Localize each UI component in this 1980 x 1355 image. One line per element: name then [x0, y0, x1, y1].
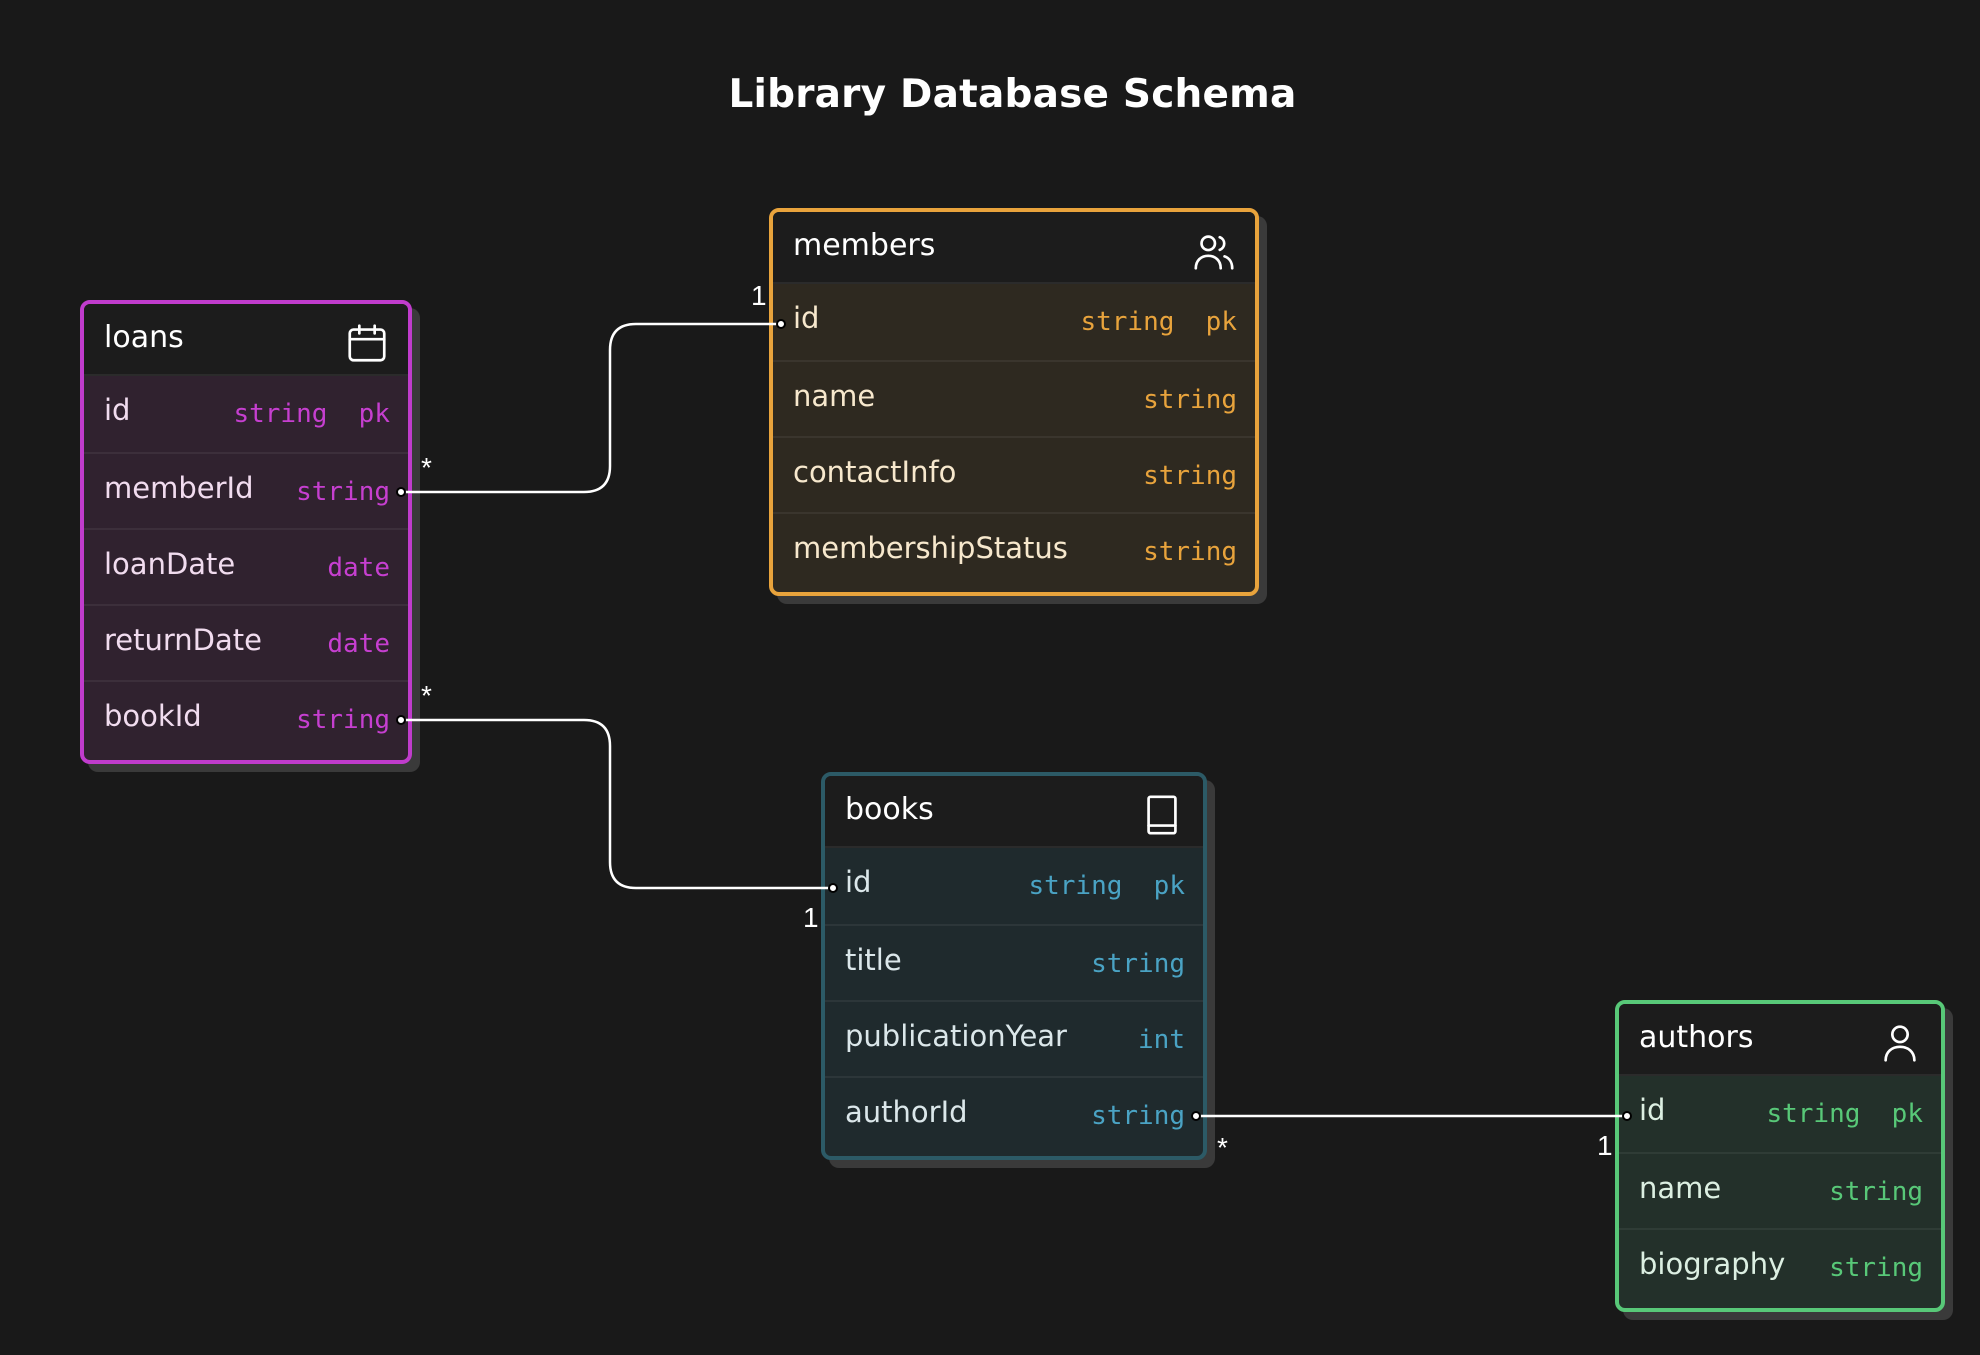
cardinality-label: 1 [803, 902, 819, 933]
field-name: id [845, 865, 872, 899]
field-row-name[interactable]: name string [1619, 1152, 1941, 1228]
field-type: string [296, 477, 390, 507]
entity-box: books id string pk title string publicationY… [821, 772, 1207, 1160]
field-row-bookId[interactable]: bookId string [84, 680, 408, 756]
field-type: date [327, 553, 390, 583]
field-row-membershipStatus[interactable]: membershipStatus string [773, 512, 1255, 588]
field-type: string [1829, 1177, 1923, 1207]
field-list: id string pk name string biography string [1619, 1076, 1941, 1304]
user-icon [1884, 1025, 1916, 1062]
entity-authors[interactable]: authors id string pk name string biography st… [1615, 1000, 1953, 1320]
entity-books[interactable]: books id string pk title string publicationY… [821, 772, 1215, 1168]
field-name: title [845, 943, 902, 977]
field-row-loanDate[interactable]: loanDate date [84, 528, 408, 604]
field-name: contactInfo [793, 455, 957, 489]
field-name: name [793, 379, 876, 413]
cardinality-label: * [421, 680, 432, 711]
field-type: date [327, 629, 390, 659]
entity-loans[interactable]: loans id string pk memberId string loanDate d… [80, 300, 420, 772]
entity-header: loans [84, 304, 408, 376]
field-type: string pk [1766, 1099, 1923, 1129]
field-name: id [104, 393, 131, 427]
field-type: string [296, 705, 390, 735]
field-row-publicationYear[interactable]: publicationYear int [825, 1000, 1203, 1076]
field-type: string [1143, 537, 1237, 567]
users-icon [1194, 235, 1234, 270]
field-row-title[interactable]: title string [825, 924, 1203, 1000]
connector-loans-books[interactable] [400, 718, 833, 890]
field-list: id string pk title string publicationYear int… [825, 848, 1203, 1152]
field-row-id[interactable]: id string pk [84, 376, 408, 452]
field-row-authorId[interactable]: authorId string [825, 1076, 1203, 1152]
cardinality-label: * [1217, 1132, 1228, 1163]
field-row-id[interactable]: id string pk [773, 284, 1255, 360]
entity-name: members [793, 228, 936, 263]
diagram-title: Library Database Schema [728, 72, 1297, 117]
field-row-memberId[interactable]: memberId string [84, 452, 408, 528]
entity-header: members [773, 212, 1255, 284]
field-row-id[interactable]: id string pk [825, 848, 1203, 924]
cardinality-label: 1 [751, 280, 767, 311]
field-type: string [1143, 385, 1237, 415]
cardinality-label: * [421, 452, 432, 483]
field-name: id [793, 301, 820, 335]
entity-header: books [825, 776, 1203, 848]
field-name: membershipStatus [793, 531, 1068, 565]
field-type: string pk [233, 399, 390, 429]
entity-name: loans [104, 320, 184, 355]
field-type: string [1091, 1101, 1185, 1131]
connector-loans-members[interactable] [400, 322, 781, 494]
field-type: string [1091, 949, 1185, 979]
field-type: string pk [1080, 307, 1237, 337]
field-row-contactInfo[interactable]: contactInfo string [773, 436, 1255, 512]
calendar-icon [348, 324, 386, 362]
field-name: id [1639, 1093, 1666, 1127]
field-type: string [1829, 1253, 1923, 1283]
field-name: publicationYear [845, 1019, 1067, 1053]
field-name: returnDate [104, 623, 262, 657]
cardinality-label: 1 [1597, 1130, 1613, 1161]
field-type: int [1138, 1025, 1185, 1055]
field-row-biography[interactable]: biography string [1619, 1228, 1941, 1304]
entity-name: books [845, 792, 934, 827]
field-row-id[interactable]: id string pk [1619, 1076, 1941, 1152]
book-icon [1147, 795, 1177, 835]
field-type: string [1143, 461, 1237, 491]
field-name: name [1639, 1171, 1722, 1205]
field-name: authorId [845, 1095, 968, 1129]
field-name: memberId [104, 471, 254, 505]
field-name: loanDate [104, 547, 236, 581]
field-type: string pk [1028, 871, 1185, 901]
field-name: biography [1639, 1247, 1786, 1281]
entity-name: authors [1639, 1020, 1754, 1055]
field-row-name[interactable]: name string [773, 360, 1255, 436]
field-name: bookId [104, 699, 202, 733]
entity-box: authors id string pk name string biography st… [1615, 1000, 1945, 1312]
field-row-returnDate[interactable]: returnDate date [84, 604, 408, 680]
entity-header: authors [1619, 1004, 1941, 1076]
entity-box: loans id string pk memberId string loanDate d… [80, 300, 412, 764]
